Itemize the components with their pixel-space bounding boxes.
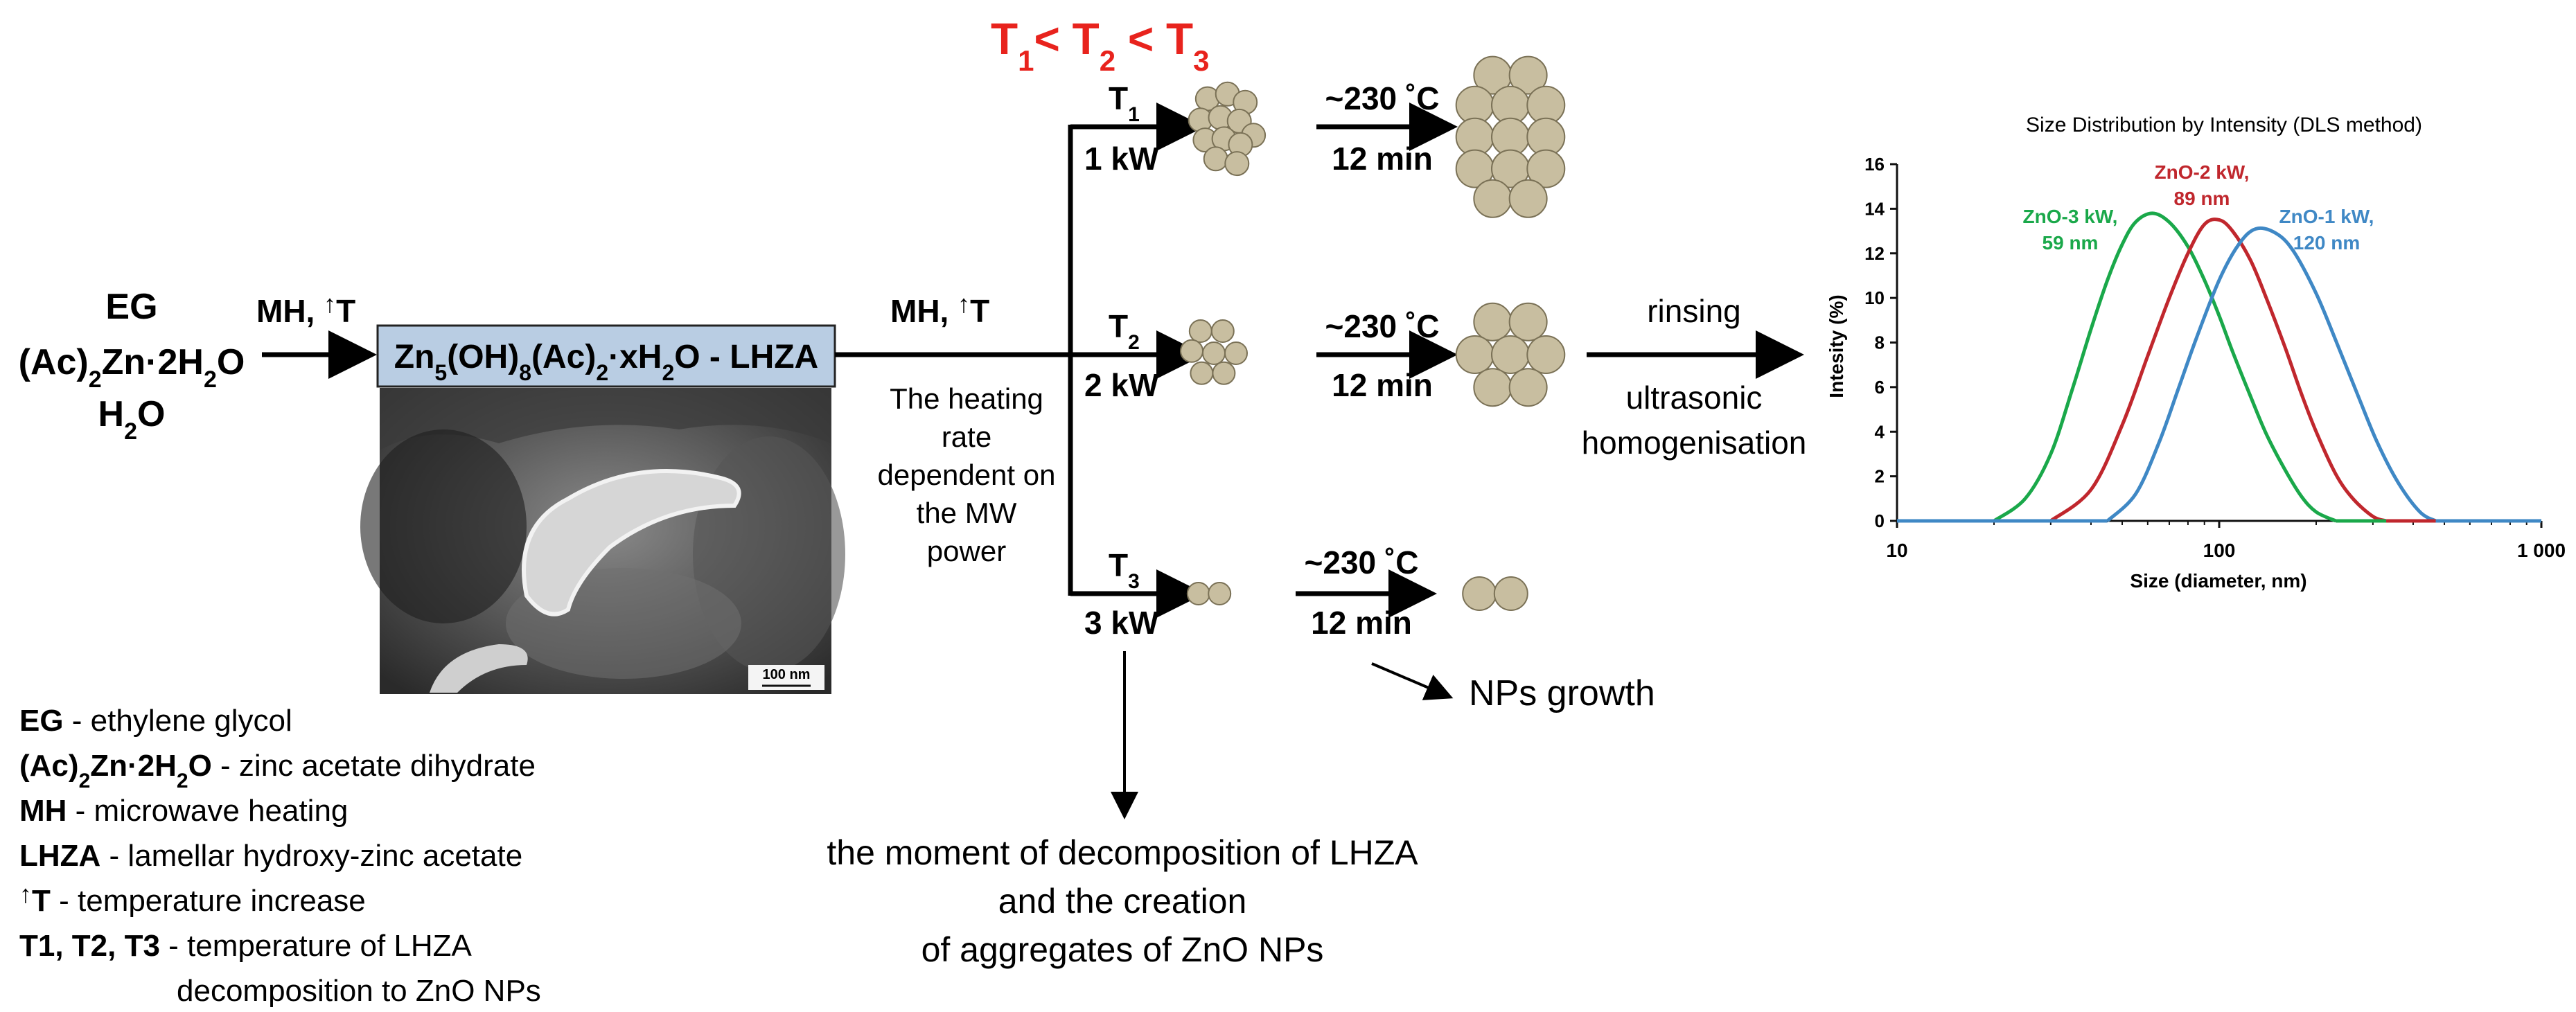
heating-note-line: dependent on: [878, 459, 1056, 491]
rinsing-label: rinsing: [1647, 293, 1741, 329]
series-label: ZnO-2 kW,: [2155, 161, 2250, 183]
svg-text:2 kW: 2 kW: [1084, 367, 1159, 403]
y-tick-label: 12: [1864, 243, 1885, 264]
svg-text:~230 ˚C: ~230 ˚C: [1325, 80, 1440, 116]
series-line-1: [1994, 213, 2336, 521]
nanoparticle: [1474, 180, 1511, 218]
nanoparticle: [1494, 577, 1528, 610]
heating-note-line: The heating: [890, 382, 1043, 415]
dls-chart: Size Distribution by Intensity (DLS meth…: [1826, 114, 2566, 592]
reagent-zinc-acetate: (Ac)2Zn·2H2O: [19, 342, 245, 393]
y-tick-label: 8: [1875, 332, 1885, 353]
reagents: EG (Ac)2Zn·2H2O H2O: [19, 287, 245, 445]
series-label: 59 nm: [2043, 232, 2099, 254]
series-label: ZnO-3 kW,: [2023, 206, 2118, 227]
svg-text:12 min: 12 min: [1332, 367, 1433, 403]
nanoparticle: [1510, 303, 1547, 341]
legend-mh: MH - microwave heating: [19, 794, 348, 828]
nanoparticle: [1510, 180, 1547, 218]
legend-lhza: LHZA - lamellar hydroxy-zinc acetate: [19, 839, 522, 873]
chart-x-axis-label: Size (diameter, nm): [2130, 570, 2306, 592]
series-label: 89 nm: [2174, 188, 2230, 209]
nanoparticle: [1181, 340, 1203, 362]
step1-label: MH, ↑T: [256, 290, 355, 329]
nanoparticle: [1225, 342, 1247, 364]
nanoparticle: [1190, 362, 1212, 384]
nanoparticle: [1225, 152, 1249, 175]
svg-text:~230 ˚C: ~230 ˚C: [1305, 544, 1419, 580]
nanoparticle: [1212, 320, 1234, 342]
temperature-order-title: T1< T2 < T3: [991, 14, 1209, 77]
nanoparticle: [1212, 362, 1235, 384]
y-tick-label: 4: [1875, 421, 1885, 442]
legend-zinc-acetate: (Ac)2Zn·2H2O - zinc acetate dihydrate: [19, 749, 536, 792]
nanoparticle: [1208, 583, 1230, 605]
y-tick-label: 10: [1864, 287, 1885, 308]
series-label: 120 nm: [2293, 232, 2361, 254]
svg-text:T1: T1: [1109, 80, 1140, 126]
nanoparticle: [1492, 336, 1529, 373]
svg-text:12 min: 12 min: [1311, 605, 1412, 641]
decomposition-note: the moment of decomposition of LHZA and …: [827, 833, 1418, 969]
series-line-2: [2051, 220, 2386, 521]
svg-text:1 kW: 1 kW: [1084, 141, 1159, 177]
x-tick-label: 10: [1886, 540, 1907, 561]
heating-note-line: rate: [942, 420, 991, 453]
y-tick-label: 6: [1875, 377, 1885, 398]
heating-note-line: power: [927, 535, 1006, 567]
nanoparticle: [1510, 369, 1547, 406]
growth-pointer-arrow: [1372, 664, 1448, 696]
heating-note: The heating rate dependent on the MW pow…: [878, 382, 1056, 567]
nanoparticle: [1456, 336, 1494, 373]
svg-text:3 kW: 3 kW: [1084, 605, 1159, 641]
svg-text:~230 ˚C: ~230 ˚C: [1325, 308, 1440, 344]
decomposition-note-line: and the creation: [998, 882, 1247, 921]
y-tick-label: 2: [1875, 466, 1885, 487]
decomposition-note-line: of aggregates of ZnO NPs: [921, 930, 1324, 969]
series-line-3: [2108, 228, 2436, 521]
legend-t1-t2-t3: T1, T2, T3 - temperature of LHZA: [19, 929, 473, 963]
nanoparticle: [1203, 342, 1225, 364]
aggregate-small-1: [1189, 82, 1266, 175]
x-tick-label: 100: [2203, 540, 2236, 561]
aggregate-large-3: [1463, 577, 1528, 610]
svg-text:T2: T2: [1109, 308, 1140, 354]
svg-text:12 min: 12 min: [1332, 141, 1433, 177]
nanoparticle: [1474, 369, 1511, 406]
aggregate-small-3: [1188, 583, 1230, 605]
chart-title: Size Distribution by Intensity (DLS meth…: [2026, 114, 2422, 136]
legend: EG - ethylene glycol (Ac)2Zn·2H2O - zinc…: [19, 704, 541, 1008]
aggregate-large-2: [1456, 303, 1565, 407]
legend-temperature-increase: ↑T - temperature increase: [19, 880, 366, 918]
sem-micrograph: 100 nm: [360, 388, 845, 694]
legend-t-continuation: decomposition to ZnO NPs: [177, 974, 541, 1008]
x-tick-label: 1 000: [2517, 540, 2566, 561]
y-tick-label: 0: [1875, 511, 1885, 531]
svg-text:T3: T3: [1109, 547, 1140, 593]
aggregate-large-1: [1456, 57, 1565, 218]
nanoparticle: [1188, 583, 1210, 605]
y-tick-label: 16: [1864, 154, 1885, 175]
aggregate-small-2: [1181, 320, 1247, 384]
nanoparticle: [1190, 320, 1212, 342]
homogenisation-label: homogenisation: [1582, 425, 1807, 461]
ultrasonic-label: ultrasonic: [1626, 380, 1763, 416]
nanoparticle: [1527, 336, 1564, 373]
growth-label: NPs growth: [1469, 673, 1655, 713]
series-label: ZnO-1 kW,: [2279, 206, 2374, 227]
chart-y-axis-label: Intesity (%): [1826, 294, 1847, 398]
scale-bar-label: 100 nm: [763, 667, 811, 682]
nanoparticle: [1204, 147, 1228, 170]
reagent-water: H2O: [98, 394, 166, 445]
heating-note-line: the MW: [917, 497, 1017, 529]
y-tick-label: 14: [1864, 198, 1885, 219]
nanoparticle: [1474, 303, 1511, 341]
legend-eg: EG - ethylene glycol: [19, 704, 292, 738]
nanoparticle: [1463, 577, 1496, 610]
reagent-eg: EG: [105, 287, 157, 327]
step2-label: MH, ↑T: [890, 290, 989, 329]
decomposition-note-line: the moment of decomposition of LHZA: [827, 833, 1418, 872]
